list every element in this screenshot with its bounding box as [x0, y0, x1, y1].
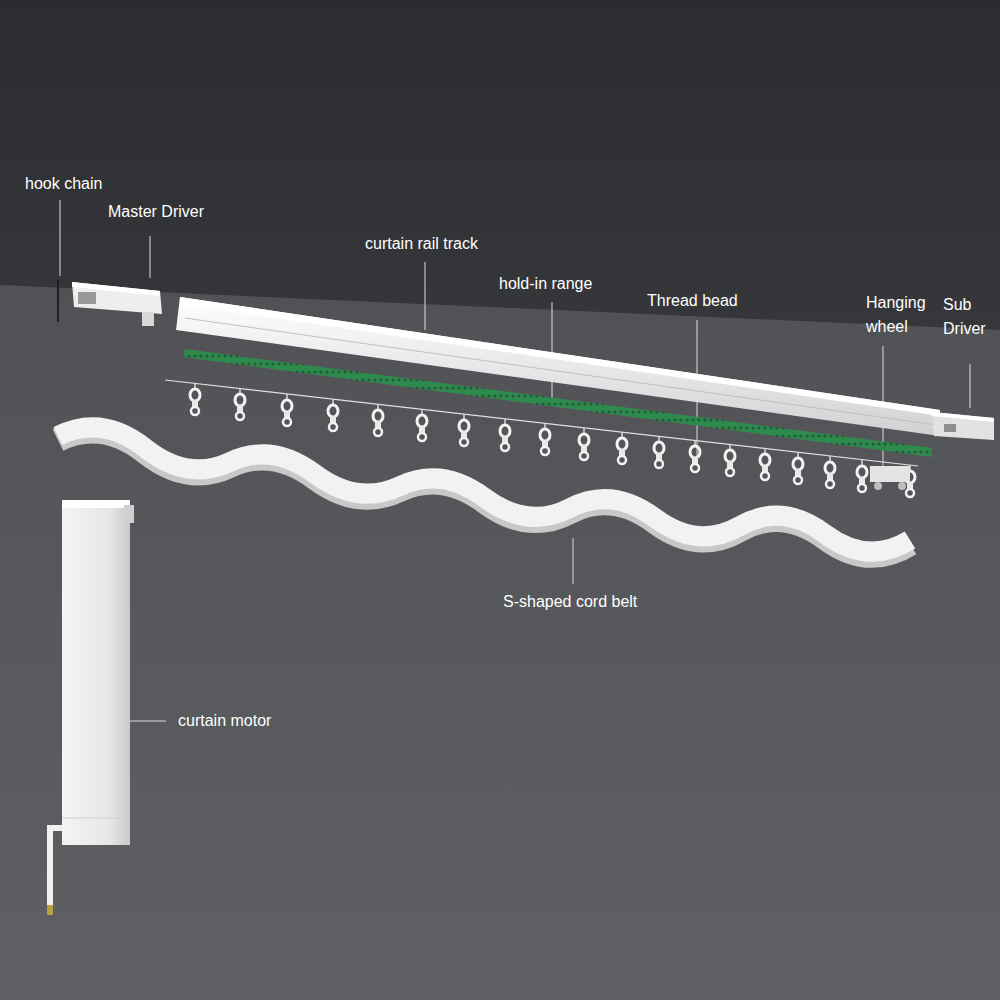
leader-line: [970, 364, 971, 408]
ceiling-ground: [0, 0, 1000, 330]
s-shaped-cord-belt: [58, 427, 910, 555]
sub-driver: [932, 412, 994, 440]
hanging-wheel: [870, 466, 910, 490]
thread-bead: [165, 380, 918, 497]
leader-line: [425, 262, 426, 330]
part-label: Hanging wheel: [866, 291, 936, 339]
part-label: hook chain: [25, 172, 102, 196]
hold-in-range-strip: [183, 349, 932, 457]
part-label: Master Driver: [108, 200, 204, 224]
part-label: S-shaped cord belt: [503, 590, 637, 614]
part-label: curtain motor: [178, 709, 271, 733]
leader-line: [60, 200, 61, 276]
part-label: hold-in range: [499, 272, 592, 296]
part-label: Thread bead: [647, 289, 738, 313]
leader-line: [552, 302, 553, 398]
leader-line: [573, 538, 574, 584]
curtain-motor: [47, 500, 134, 915]
leader-line: [150, 236, 151, 278]
part-label: curtain rail track: [365, 232, 478, 256]
master-driver: [72, 282, 162, 326]
part-label: Sub Driver: [943, 293, 995, 341]
leader-line: [130, 721, 166, 722]
hook-chain: [57, 280, 59, 322]
